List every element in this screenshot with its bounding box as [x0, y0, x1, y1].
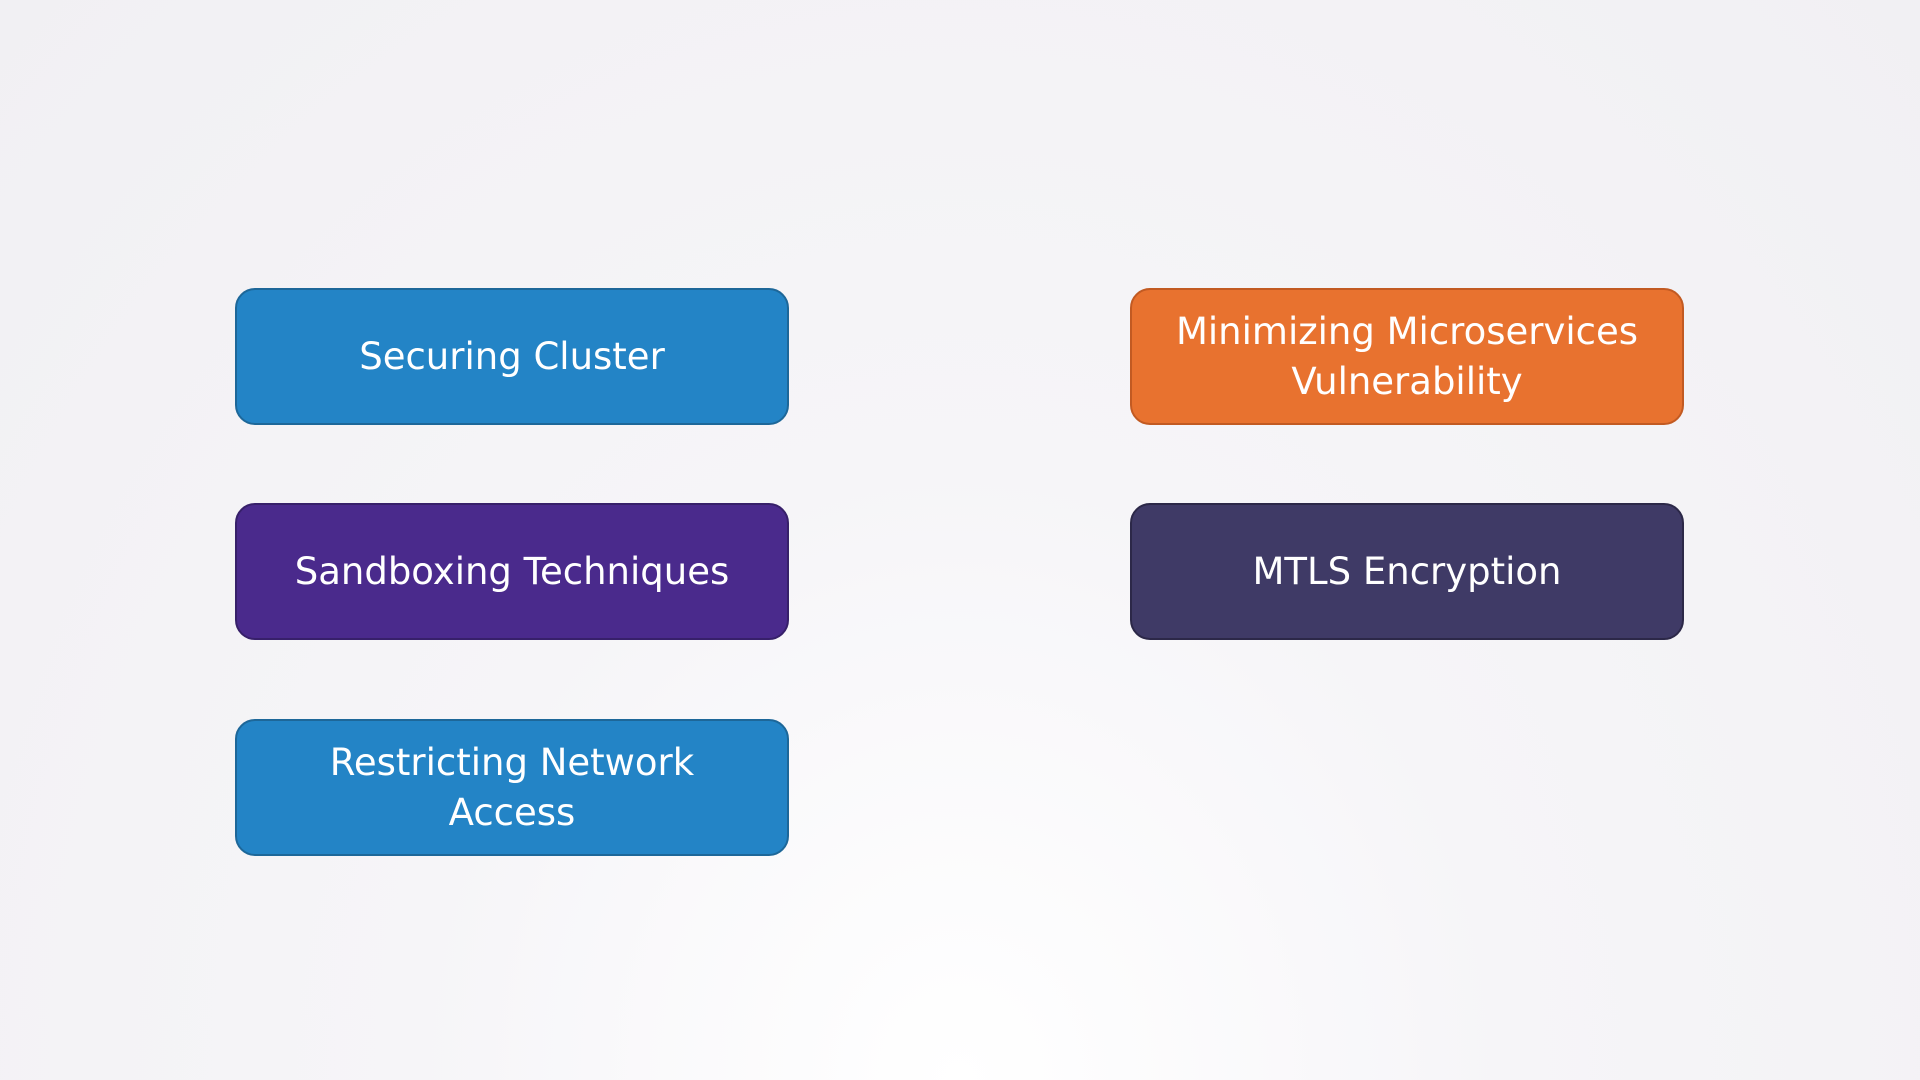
topic-restricting-network-access[interactable]: Restricting Network Access	[235, 719, 789, 856]
topic-label: Minimizing Microservices Vulnerability	[1175, 309, 1639, 403]
topic-mtls-encryption[interactable]: MTLS Encryption	[1130, 503, 1684, 640]
topic-label: Restricting Network Access	[329, 740, 695, 834]
topic-label: Sandboxing Techniques	[294, 549, 730, 593]
topic-label: MTLS Encryption	[1252, 549, 1562, 593]
topic-minimizing-microservices-vulnerability[interactable]: Minimizing Microservices Vulnerability	[1130, 288, 1684, 425]
topic-securing-cluster[interactable]: Securing Cluster	[235, 288, 789, 425]
topic-sandboxing-techniques[interactable]: Sandboxing Techniques	[235, 503, 789, 640]
topic-label: Securing Cluster	[359, 334, 665, 378]
